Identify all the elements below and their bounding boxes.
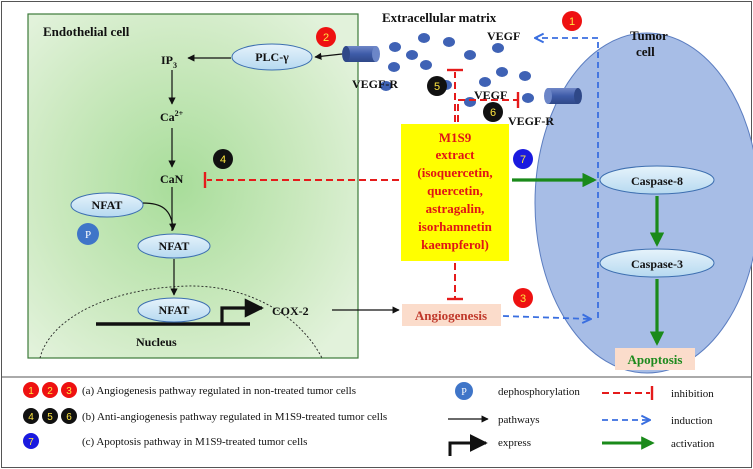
extract-line-5: astragalin,: [426, 201, 485, 216]
nfat-label-3: NFAT: [159, 303, 190, 317]
endothelial-cell-label: Endothelial cell: [43, 24, 130, 39]
badge-7: 7: [513, 149, 533, 169]
extract-line-4: quercetin,: [427, 183, 483, 198]
svg-text:6: 6: [490, 107, 496, 119]
legend-express: express: [498, 437, 531, 449]
badge-6: 6: [483, 102, 503, 122]
angiogenesis-box: [402, 304, 501, 326]
svg-text:P: P: [461, 387, 467, 398]
nfat-oval-phosphorylated: [70, 192, 144, 218]
badge-4: 4: [213, 149, 233, 169]
legend-dephosphorylation: dephosphorylation: [498, 386, 580, 398]
badge-5: 5: [427, 76, 447, 96]
tumor-cell: [534, 32, 753, 374]
svg-text:1: 1: [569, 16, 575, 28]
phosphate-label: P: [85, 229, 91, 241]
tumor-cell-label-line1: Tumor: [630, 28, 668, 43]
extract-text: M1S9 extract (isoquercetin, quercetin, a…: [417, 130, 492, 252]
legend-row-a: (a) Angiogenesis pathway regulated in no…: [82, 385, 356, 397]
nfat-label-1: NFAT: [92, 198, 123, 212]
vegf-label-bottom: VEGF: [474, 88, 507, 102]
legend-phosphate-icon: [455, 382, 473, 400]
nfat-oval-nuclear: [137, 297, 211, 323]
extract-line-2: extract: [436, 147, 476, 162]
extract-line-6: isorhamnetin: [418, 219, 492, 234]
plc-gamma-label: PLC-γ: [255, 50, 289, 64]
ip3-label: IP3: [161, 53, 177, 70]
svg-text:3: 3: [520, 293, 526, 305]
svg-text:5: 5: [47, 412, 53, 423]
svg-text:7: 7: [520, 154, 526, 166]
vegf-label-top: VEGF: [487, 29, 520, 43]
nfat-label-2: NFAT: [159, 239, 190, 253]
extract-line-7: kaempferol): [421, 237, 489, 252]
legend: 1 2 3 (a) Angiogenesis pathway regulated…: [23, 382, 715, 456]
legend-row-c: (c) Apoptosis pathway in M1S9-treated tu…: [82, 436, 307, 448]
nfat-oval-active: [137, 233, 211, 259]
svg-text:5: 5: [434, 81, 440, 93]
legend-activation: activation: [671, 438, 715, 450]
extract-line-1: M1S9: [439, 130, 472, 145]
legend-badges-red: 1 2 3: [23, 382, 77, 398]
svg-text:3: 3: [66, 386, 72, 397]
extracellular-matrix-label: Extracellular matrix: [382, 10, 497, 25]
nucleus-label: Nucleus: [136, 335, 177, 349]
svg-text:2: 2: [323, 32, 329, 44]
cox2-label: COX-2: [272, 304, 309, 318]
pathway-arrows: [142, 52, 400, 314]
angiogenesis-label: Angiogenesis: [415, 308, 487, 323]
legend-induction: induction: [671, 415, 713, 427]
calcium-label: Ca2+: [160, 109, 184, 124]
inhibition-bars: [203, 68, 520, 301]
svg-text:2: 2: [47, 386, 53, 397]
svg-text:1: 1: [28, 386, 34, 397]
express-arrow: [220, 298, 264, 324]
badge-2: 2: [316, 27, 336, 47]
legend-pathways: pathways: [498, 414, 540, 426]
badge-3: 3: [513, 288, 533, 308]
badge-1: 1: [562, 11, 582, 31]
vegf-receptor-left: [342, 46, 380, 62]
svg-text:4: 4: [220, 154, 226, 166]
tumor-cell-label-line2: cell: [636, 44, 655, 59]
phosphate-circle: [77, 223, 99, 245]
legend-badges-black: 4 5 6: [23, 408, 77, 424]
inhibition-lines: [207, 72, 517, 298]
svg-text:6: 6: [66, 412, 72, 423]
vegf-receptor-right: [544, 88, 582, 104]
legend-row-b: (b) Anti-angiogenesis pathway regulated …: [82, 411, 387, 423]
vegf-receptor-left-label: VEGF-R: [352, 77, 398, 91]
calcineurin-label: CaN: [160, 172, 184, 186]
extract-box: [401, 124, 509, 261]
svg-text:4: 4: [28, 412, 34, 423]
svg-text:7: 7: [28, 437, 34, 448]
apoptosis-label: Apoptosis: [628, 352, 683, 367]
apoptosis-box: [615, 348, 695, 370]
vegf-dots: [380, 33, 534, 107]
legend-badge-blue: 7: [23, 433, 39, 449]
plc-gamma-oval: [231, 43, 313, 71]
induction-arrows: [502, 38, 599, 319]
extract-line-3: (isoquercetin,: [417, 165, 492, 180]
vegf-receptor-right-label: VEGF-R: [508, 114, 554, 128]
caspase3-oval: [599, 248, 715, 278]
caspase3-label: Caspase-3: [631, 257, 683, 271]
legend-express-arrow: [448, 434, 488, 456]
caspase8-label: Caspase-8: [631, 174, 683, 188]
activation-arrows: [512, 172, 665, 346]
legend-inhibition: inhibition: [671, 388, 714, 400]
caspase8-oval: [599, 165, 715, 195]
